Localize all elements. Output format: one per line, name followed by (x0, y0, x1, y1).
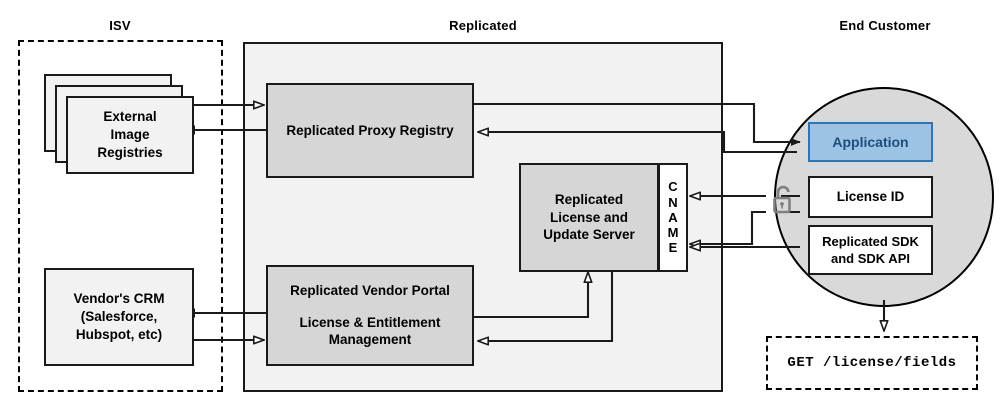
unlocked-padlock-icon (769, 184, 797, 218)
sdk-line-2: and SDK API (831, 251, 910, 266)
cname-letter-c: C (668, 179, 678, 195)
vendor-portal-sub-2: Management (328, 332, 412, 348)
cname-letter-a: A (668, 209, 678, 225)
cname-letter-m: M (667, 225, 679, 241)
application-box[interactable]: Application (808, 122, 933, 162)
registries-line-3: Registries (97, 144, 163, 160)
license-server-line-1: Replicated (554, 191, 624, 207)
replicated-license-and-update-server[interactable]: Replicated License and Update Server (519, 163, 659, 272)
isv-zone-boundary (18, 40, 223, 392)
cname-letter-n: N (668, 194, 678, 210)
api-request-box: GET /license/fields (766, 336, 978, 390)
zone-label-isv: ISV (109, 18, 131, 33)
license-server-line-3: Update Server (543, 227, 635, 243)
replicated-vendor-portal[interactable]: Replicated Vendor Portal License & Entit… (266, 265, 474, 366)
proxy-registry-label: Replicated Proxy Registry (286, 122, 454, 138)
api-request-label: GET /license/fields (787, 355, 957, 371)
cname-letter-e: E (668, 240, 678, 256)
license-id-box[interactable]: License ID (808, 176, 933, 218)
crm-line-2: (Salesforce, (80, 309, 158, 325)
license-id-label: License ID (836, 189, 905, 205)
replicated-sdk-box[interactable]: Replicated SDK and SDK API (808, 225, 933, 275)
zone-label-replicated: Replicated (449, 18, 517, 33)
vendor-portal-sub-1: License & Entitlement (299, 314, 441, 330)
crm-line-3: Hubspot, etc) (75, 326, 163, 342)
external-image-registries[interactable]: External Image Registries (66, 96, 194, 174)
replicated-proxy-registry[interactable]: Replicated Proxy Registry (266, 83, 474, 178)
vendor-portal-title: Replicated Vendor Portal (290, 282, 450, 298)
crm-line-1: Vendor's CRM (73, 291, 165, 307)
application-label: Application (832, 133, 909, 150)
registries-line-2: Image (110, 127, 150, 143)
zone-label-end-customer: End Customer (839, 18, 931, 33)
sdk-line-1: Replicated SDK (822, 233, 919, 249)
license-server-line-2: License and (549, 209, 629, 225)
vendors-crm[interactable]: Vendor's CRM (Salesforce, Hubspot, etc) (44, 268, 194, 366)
cname-column: C N A M E (658, 163, 688, 272)
registries-line-1: External (103, 109, 157, 125)
